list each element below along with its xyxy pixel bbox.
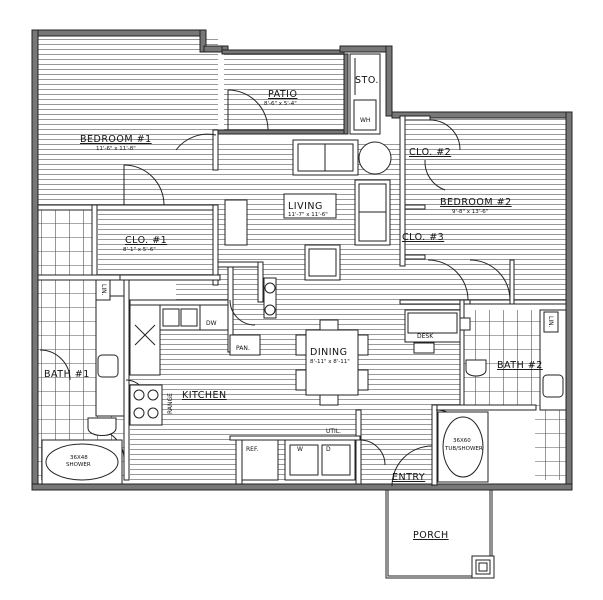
clo1-dims: 8'-1" x 5'-6" <box>123 247 156 253</box>
dining-dims: 8'-11" x 8'-11" <box>310 359 350 365</box>
util-label: UTIL. <box>326 428 341 435</box>
shower1-sub: SHOWER <box>66 462 91 468</box>
shower2-sub: TUB/SHOWER <box>444 446 483 452</box>
lin2-label: LIN. <box>547 316 554 328</box>
ref-label: REF. <box>246 446 258 453</box>
furniture <box>224 139 471 406</box>
patio-dims: 8'-6" x 5'-4" <box>264 101 297 107</box>
bedroom1-dims: 11'-6" x 11'-8" <box>96 146 136 152</box>
sto-label: STO. <box>355 75 379 86</box>
dryer-label: D <box>326 446 331 453</box>
living-dims: 11'-7" x 11'-6" <box>288 212 328 218</box>
kitchen-label: KITCHEN <box>182 390 227 401</box>
living-label: LIVING <box>288 201 323 212</box>
clo2-label: CLO. #2 <box>409 147 451 158</box>
desk-label: DESK <box>417 333 434 340</box>
porch-label: PORCH <box>413 530 449 541</box>
wh-label: WH <box>360 117 370 124</box>
range-label: RANGE <box>167 393 174 414</box>
clo1-label: CLO. #1 <box>125 235 167 246</box>
pan-label: PAN. <box>236 345 250 352</box>
living-label-box <box>283 193 337 219</box>
bath-fixtures <box>41 279 567 485</box>
entry-label: ENTRY <box>392 472 425 483</box>
shower2-label: 36X60 <box>453 438 471 444</box>
bedroom1-label: BEDROOM #1 <box>80 134 152 145</box>
exterior-walls <box>31 29 573 491</box>
room-labels: PATIO 8'-6" x 5'-4" STO. WH BEDROOM #1 1… <box>44 75 554 541</box>
bath2-label: BATH #2 <box>497 360 543 371</box>
dining-label: DINING <box>310 347 348 358</box>
bath1-label: BATH #1 <box>44 369 90 380</box>
dw-label: DW <box>206 320 217 327</box>
washer-label: W <box>297 446 303 453</box>
patio-label: PATIO <box>268 89 297 100</box>
lin1-label: LIN. <box>100 284 107 296</box>
kitchen-fixtures <box>129 53 381 481</box>
bedroom2-dims: 9'-8" x 13'-6" <box>452 209 488 215</box>
shower1-label: 36X48 <box>70 455 88 461</box>
porch-outline <box>385 490 495 579</box>
clo3-label: CLO. #3 <box>402 232 444 243</box>
bedroom2-label: BEDROOM #2 <box>440 197 512 208</box>
